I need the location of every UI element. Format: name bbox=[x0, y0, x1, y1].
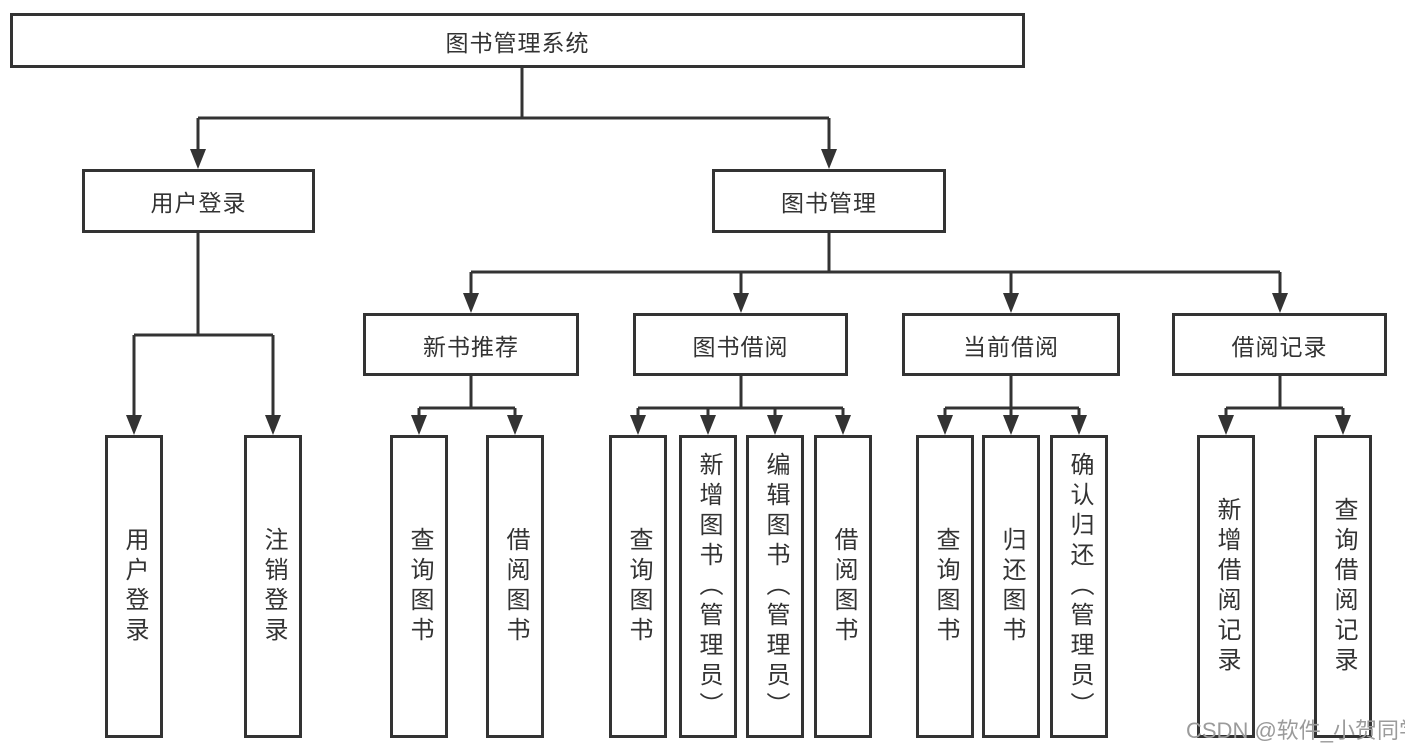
node-new-book-recommend: 新书推荐 bbox=[363, 313, 579, 376]
node-library-system: 图书管理系统 bbox=[10, 13, 1025, 68]
leaf-add-books-admin: 新增图书（管理员） bbox=[679, 435, 737, 738]
leaf-borrow-books-borrowing: 借阅图书 bbox=[814, 435, 872, 738]
node-borrowing-records: 借阅记录 bbox=[1172, 313, 1387, 376]
node-book-borrowing: 图书借阅 bbox=[633, 313, 848, 376]
leaf-label: 确认归还（管理员） bbox=[1066, 451, 1093, 722]
node-label: 用户登录 bbox=[150, 190, 247, 216]
node-label: 新书推荐 bbox=[423, 333, 519, 360]
leaf-edit-books-admin: 编辑图书（管理员） bbox=[746, 435, 804, 738]
leaf-query-books-recommend: 查询图书 bbox=[390, 435, 448, 738]
node-user-login: 用户登录 bbox=[82, 169, 315, 233]
node-book-management: 图书管理 bbox=[712, 169, 946, 233]
leaf-add-borrow-record: 新增借阅记录 bbox=[1197, 435, 1255, 738]
node-label: 当前借阅 bbox=[963, 333, 1059, 360]
leaf-label: 新增借阅记录 bbox=[1213, 496, 1240, 677]
node-label: 图书管理系统 bbox=[445, 29, 590, 56]
leaf-label: 查询图书 bbox=[932, 526, 959, 647]
leaf-borrow-books-recommend: 借阅图书 bbox=[486, 435, 544, 738]
leaf-label: 编辑图书（管理员） bbox=[762, 451, 789, 722]
leaf-user-login: 用户登录 bbox=[105, 435, 163, 738]
leaf-label: 查询图书 bbox=[406, 526, 433, 647]
node-current-borrowing: 当前借阅 bbox=[902, 313, 1120, 376]
leaf-label: 归还图书 bbox=[998, 526, 1025, 647]
node-label: 借阅记录 bbox=[1231, 333, 1328, 360]
leaf-confirm-return-admin: 确认归还（管理员） bbox=[1050, 435, 1108, 738]
leaf-label: 查询图书 bbox=[625, 526, 652, 647]
leaf-label: 借阅图书 bbox=[502, 526, 529, 647]
leaf-label: 注销登录 bbox=[260, 526, 287, 647]
leaf-logout: 注销登录 bbox=[244, 435, 302, 738]
node-label: 图书管理 bbox=[781, 190, 877, 216]
leaf-label: 用户登录 bbox=[121, 526, 148, 647]
leaf-query-books-borrowing: 查询图书 bbox=[609, 435, 667, 738]
leaf-query-borrow-record: 查询借阅记录 bbox=[1314, 435, 1372, 738]
leaf-query-books-current: 查询图书 bbox=[916, 435, 974, 738]
node-label: 图书借阅 bbox=[692, 333, 789, 360]
leaf-label: 新增图书（管理员） bbox=[695, 451, 722, 722]
leaf-label: 借阅图书 bbox=[830, 526, 857, 647]
leaf-label: 查询借阅记录 bbox=[1330, 496, 1357, 677]
leaf-return-books: 归还图书 bbox=[982, 435, 1040, 738]
csdn-watermark: CSDN @软件_小贺同学 bbox=[1186, 718, 1405, 743]
